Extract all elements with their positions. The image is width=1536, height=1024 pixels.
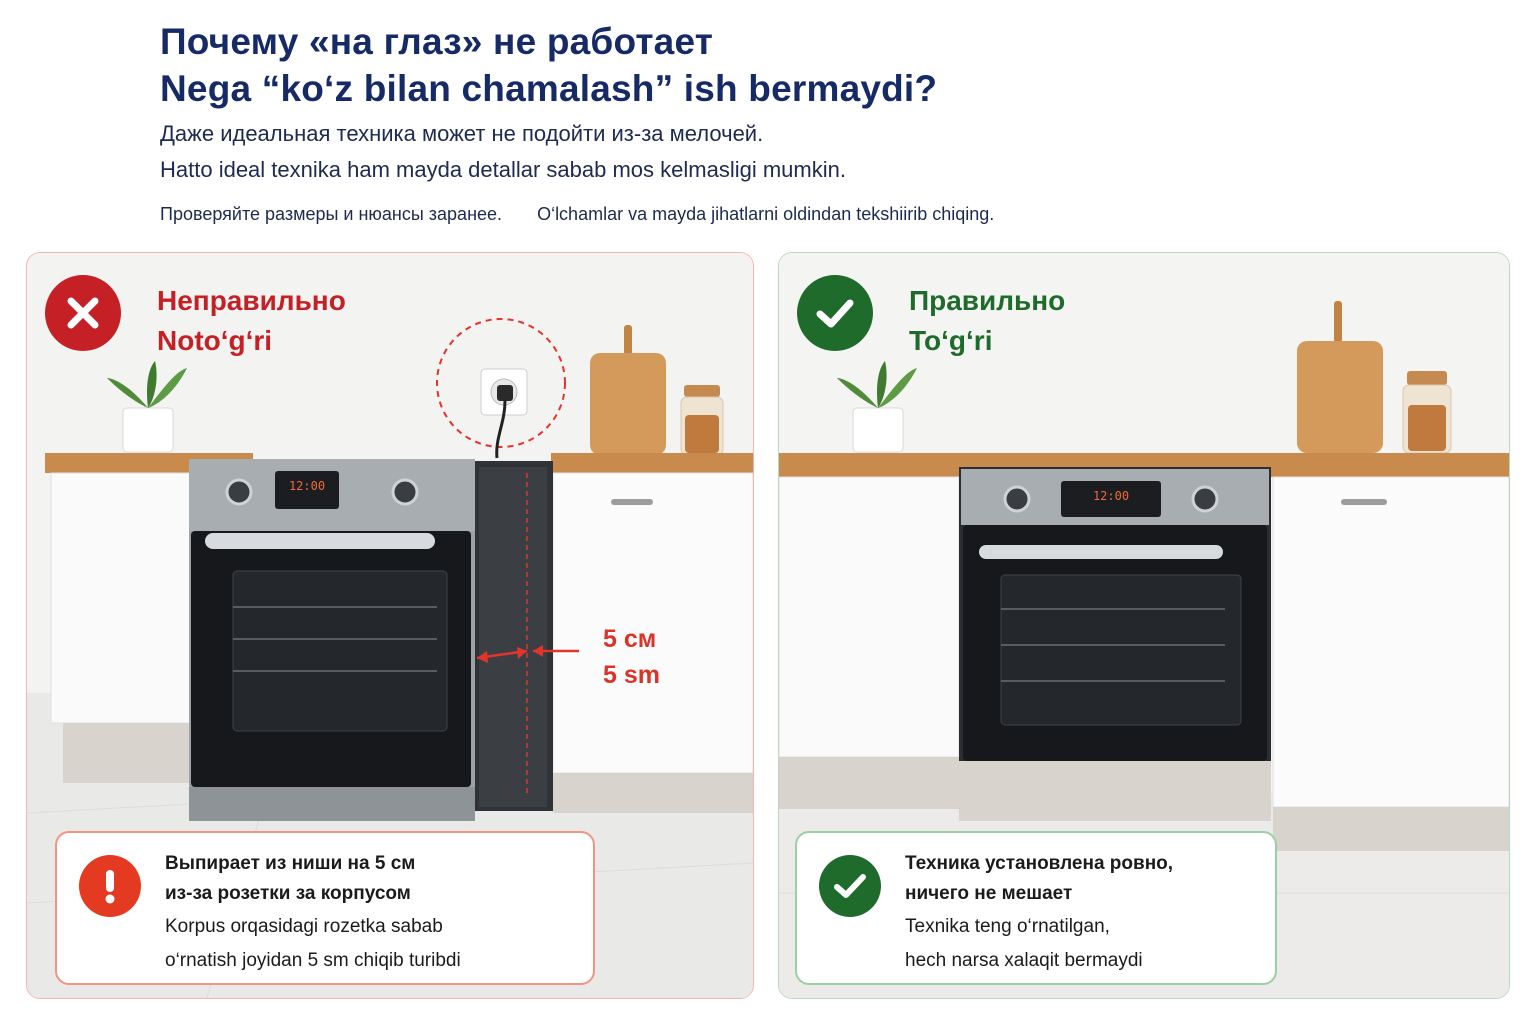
right-panel: Правильно To‘g‘ri 12:00 Техника установл… — [778, 252, 1510, 999]
right-callout-ru-2: ничего не мешает — [905, 883, 1073, 904]
right-label-ru: Правильно — [909, 285, 1066, 316]
wrong-callout: Выпирает из ниши на 5 см из-за розетки з… — [55, 831, 595, 985]
right-callout-ru-1: Техника установлена ровно, — [905, 853, 1174, 874]
header: Почему «на глаз» не работает Nega “ko‘z … — [160, 18, 1460, 188]
wrong-label-uz: Noto‘g‘ri — [157, 325, 273, 356]
oven-flush — [959, 467, 1271, 821]
potted-plant-icon — [107, 361, 187, 453]
right-callout: Техника установлена ровно, ничего не меш… — [795, 831, 1277, 985]
gap-arrows — [476, 473, 579, 793]
gap-label-uz: 5 sm — [603, 661, 660, 689]
right-callout-uz-1: Texnika teng o‘rnatilgan, — [905, 916, 1110, 937]
right-label-uz: To‘g‘ri — [909, 325, 993, 356]
subtitle-uz: Hatto ideal texnika ham mayda detallar s… — [160, 157, 846, 182]
wrong-callout-ru-1: Выпирает из ниши на 5 см — [165, 853, 416, 874]
exclamation-icon — [79, 855, 141, 917]
oven-clock: 12:00 — [288, 479, 326, 493]
subtitle-ru: Даже идеальная техника может не подойти … — [160, 121, 764, 146]
check-icon — [819, 855, 881, 917]
power-socket-icon — [436, 318, 566, 459]
wrong-callout-ru-2: из-за розетки за корпусом — [165, 883, 411, 904]
jar-icon — [1402, 371, 1452, 454]
x-circle-icon — [45, 275, 121, 351]
right-callout-uz-2: hech narsa xalaqit bermaydi — [905, 950, 1143, 971]
wrong-panel: Неправильно Noto‘g‘ri 12:00 5 см 5 sm Вы… — [26, 252, 754, 999]
oven-clock: 12:00 — [1092, 489, 1130, 503]
wrong-callout-uz-2: o‘rnatish joyidan 5 sm chiqib turibdi — [165, 950, 461, 971]
title-uz: Nega “ko‘z bilan chamalash” ish bermaydi… — [160, 68, 938, 109]
note-line: Проверяйте размеры и нюансы заранее. O‘l… — [160, 204, 994, 225]
title-ru: Почему «на глаз» не работает — [160, 21, 714, 62]
potted-plant-icon — [837, 361, 917, 453]
cutting-board-icon — [590, 325, 666, 455]
note-ru: Проверяйте размеры и нюансы заранее. — [160, 204, 503, 224]
check-circle-icon — [797, 275, 873, 351]
wrong-callout-uz-1: Korpus orqasidagi rozetka sabab — [165, 916, 443, 937]
cutting-board-icon — [1297, 301, 1383, 453]
wrong-label-ru: Неправильно — [157, 285, 346, 316]
wrong-verdict: Неправильно Noto‘g‘ri — [45, 275, 346, 361]
right-verdict: Правильно To‘g‘ri — [797, 275, 1065, 361]
note-uz: O‘lchamlar va mayda jihatlarni oldindan … — [537, 204, 995, 224]
gap-label: 5 см 5 sm — [603, 621, 660, 693]
jar-icon — [680, 385, 724, 456]
oven-protruding — [189, 459, 475, 821]
gap-label-ru: 5 см — [603, 625, 657, 653]
